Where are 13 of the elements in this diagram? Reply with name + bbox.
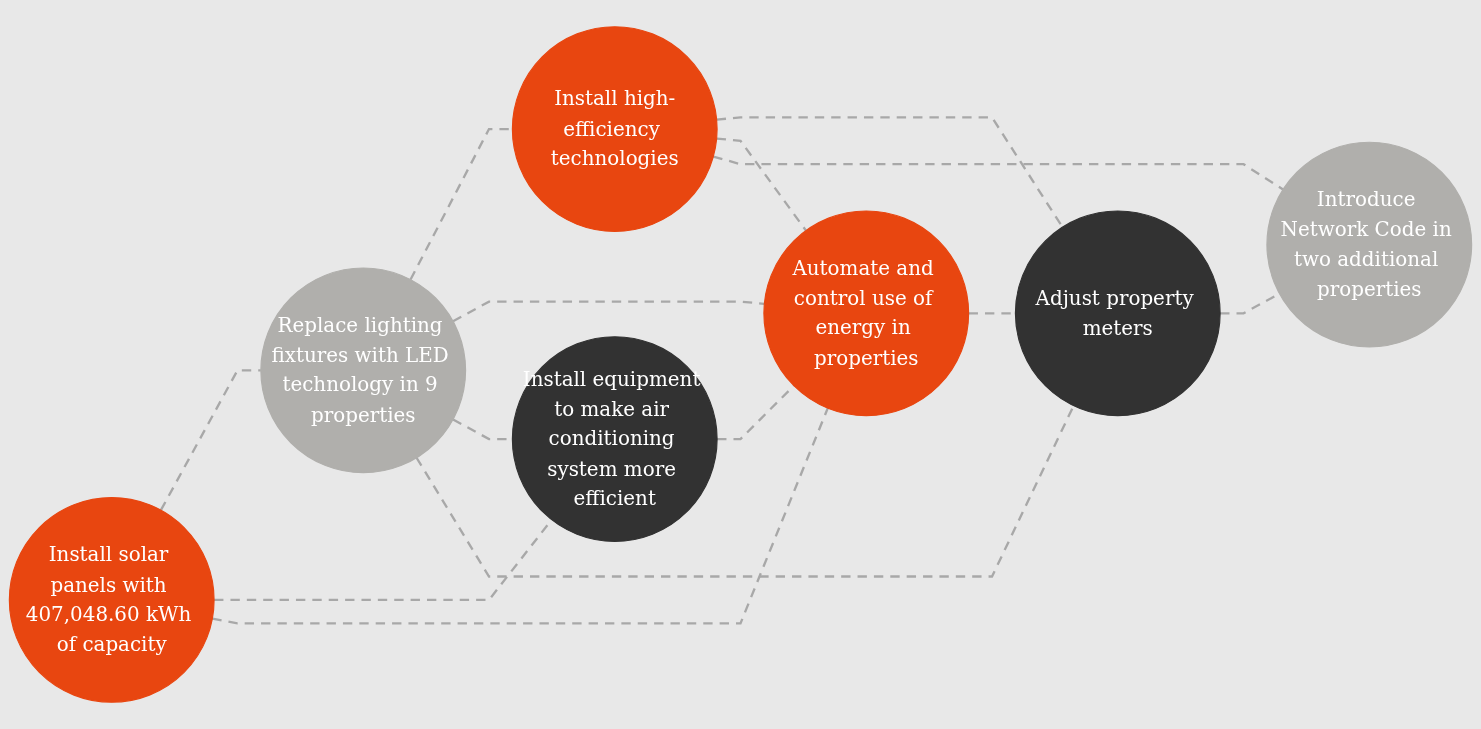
connector	[716, 116, 1064, 228]
node-circle: Introduce Network Code in two additional properties	[1266, 141, 1473, 348]
node-circle: Install high-efficiency technologies	[511, 26, 718, 232]
connector	[415, 405, 1075, 578]
connector	[452, 300, 765, 323]
node-circle: Replace lighting fixtures with LED technology in 9 properties	[260, 267, 467, 474]
node-circle: Install solar panels with 407,048.60 kWh of capacity	[8, 497, 215, 703]
connector	[159, 369, 261, 511]
node-circle: Adjust property meters	[1014, 210, 1221, 417]
connector	[716, 137, 807, 232]
node-circle: Automate and control use of energy in properties	[763, 210, 970, 417]
connector	[212, 407, 829, 625]
connector	[713, 155, 1284, 191]
